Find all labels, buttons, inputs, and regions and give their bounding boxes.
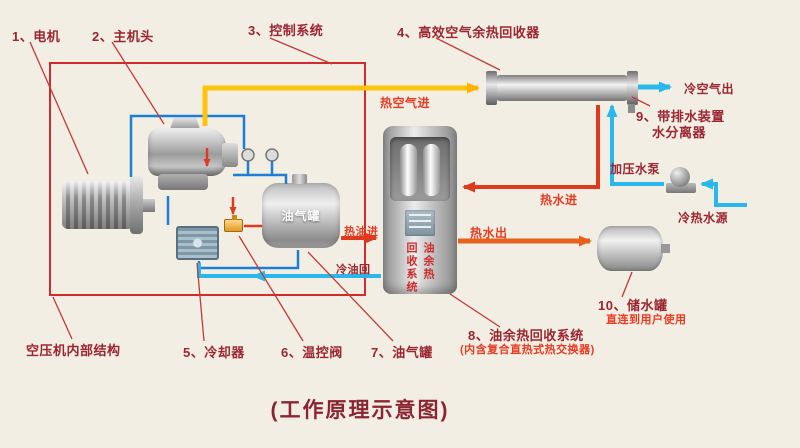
recovery-tank-window	[390, 137, 450, 201]
label-cold-oil-return: 冷油回	[336, 264, 371, 276]
callout-10-storage-line1: 10、储水罐	[598, 298, 668, 313]
exchanger-shell	[495, 75, 629, 101]
hot-water-in-pipe	[462, 105, 600, 193]
label-hot-water-out: 热水出	[470, 226, 508, 240]
recovery-cylinder	[423, 144, 440, 196]
water-storage-tank	[597, 226, 670, 271]
internal-blue-pipes	[129, 114, 300, 270]
exchanger-left-flange	[486, 71, 497, 105]
recovery-tank-label-left: 回收系统	[405, 242, 417, 294]
leader-lines	[29, 37, 651, 342]
callout-3-control: 3、控制系统	[248, 23, 324, 38]
callout-internal-structure: 空压机内部结构	[26, 343, 121, 358]
recovery-tank-label-right: 油余热	[422, 242, 434, 281]
callout-10-storage-line2: 直连到用户使用	[606, 314, 687, 326]
motor	[62, 176, 156, 234]
label-hot-air-in: 热空气进	[380, 96, 431, 110]
air-heat-exchanger	[486, 71, 638, 113]
oil-gas-tank-label: 油气罐	[281, 209, 321, 223]
motor-end-cap	[130, 176, 143, 234]
recovery-cylinder	[400, 144, 417, 196]
water-source-pipe	[700, 178, 747, 207]
label-pressure-pump: 加压水泵	[610, 162, 661, 176]
callout-9-separator-line1: 9、带排水装置	[636, 109, 725, 124]
callout-8-oil-recovery-line1: 8、油余热回收系统	[468, 328, 584, 343]
exchanger-right-flange	[627, 71, 638, 105]
head-outlet	[222, 143, 238, 167]
label-hot-water-in: 热水进	[540, 193, 578, 207]
cold-oil-return-pipe-2	[197, 263, 256, 278]
hot-air-pipe	[202, 82, 480, 126]
pump-volute	[670, 167, 690, 187]
callout-6-thermo-valve: 6、温控阀	[281, 345, 343, 360]
storage-tank-outlet	[661, 244, 670, 253]
motor-shaft	[143, 199, 155, 212]
callout-5-cooler: 5、冷却器	[183, 345, 245, 360]
motor-ribs	[62, 181, 134, 229]
callout-2-head: 2、主机头	[92, 29, 154, 44]
callout-7-oil-gas-tank: 7、油气罐	[371, 345, 433, 360]
label-water-source: 冷热水源	[678, 211, 729, 225]
valve-symbols	[241, 148, 279, 162]
internal-red-arrows	[203, 148, 262, 228]
water-pump	[664, 167, 698, 194]
recovery-display-panel	[405, 210, 435, 236]
head-base	[158, 174, 208, 190]
label-hot-oil-in: 热油进	[344, 226, 379, 238]
callout-8-oil-recovery-line2: (内含复合直热式热交换器)	[460, 344, 595, 356]
pump-base	[666, 183, 696, 193]
thermo-valve	[224, 215, 243, 232]
oil-heat-recovery-tank: 油余热 回收系统	[383, 126, 457, 294]
pump-to-exchanger-pipe	[606, 104, 664, 186]
diagram-title: (工作原理示意图)	[270, 399, 450, 422]
oil-gas-tank: 油气罐	[262, 174, 340, 248]
callout-1-motor: 1、电机	[12, 29, 61, 44]
callout-4-air-recovery: 4、高效空气余热回收器	[397, 25, 540, 40]
tank-nozzle	[292, 174, 307, 184]
cooler-fan	[176, 226, 219, 260]
internal-structure-outline	[49, 62, 366, 296]
compressor-head	[146, 116, 240, 194]
head-intake	[170, 116, 200, 129]
head-body	[148, 128, 226, 176]
water-separator-drain	[628, 104, 635, 113]
label-cold-air-out: 冷空气出	[684, 82, 735, 96]
callout-9-separator-line2: 水分离器	[652, 125, 707, 140]
